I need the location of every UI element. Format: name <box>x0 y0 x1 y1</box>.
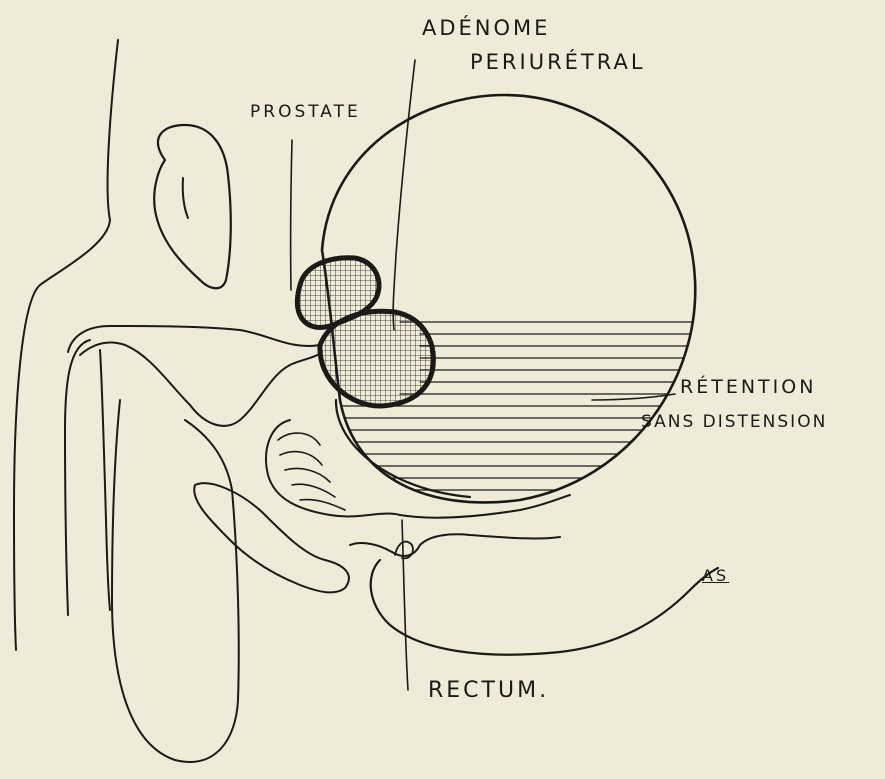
adenome-leader <box>393 60 415 330</box>
bladder-floor <box>336 400 470 497</box>
testis-outline <box>194 483 349 592</box>
pubic-bone-inner <box>183 178 188 218</box>
adenome-label-line1: ADÉNOME <box>422 18 550 39</box>
urethra-channel-upper <box>68 326 320 352</box>
rectum-lower <box>350 534 560 556</box>
anal-region <box>371 560 718 655</box>
rectum-label: RECTUM. <box>428 680 549 702</box>
prostate-label: PROSTATE <box>250 104 361 121</box>
prostate-leader <box>291 140 292 290</box>
leg-line <box>100 350 110 610</box>
urethra-channel-lower <box>80 342 322 425</box>
rectum-wall <box>266 420 570 518</box>
retention-label-line2: SANS DISTENSION <box>641 414 827 431</box>
as-label: AS <box>702 568 729 584</box>
retention-label-line1: RÉTENTION <box>680 378 816 397</box>
scrotum-outline <box>112 400 239 762</box>
retention-leader <box>592 394 675 400</box>
leg-inner-line <box>65 340 90 615</box>
pubic-bone <box>154 125 231 288</box>
adenoma <box>320 311 434 406</box>
rectum-folds <box>278 433 345 510</box>
rectum-leader <box>402 520 408 690</box>
adenome-label-line2: PERIURÉTRAL <box>470 52 646 73</box>
